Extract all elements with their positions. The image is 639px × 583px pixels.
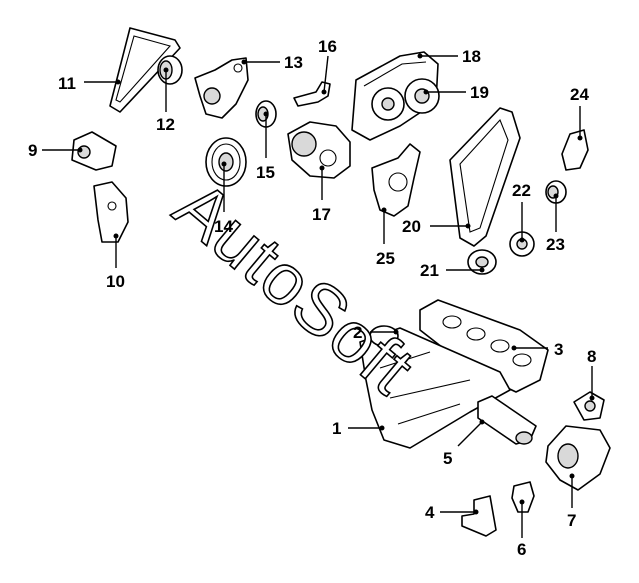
callout-17: 17	[312, 205, 331, 224]
callout-24: 24	[570, 85, 589, 104]
callout-3: 3	[554, 340, 563, 359]
part-10-bracket	[93, 181, 129, 243]
part-20-timing-belt	[449, 107, 521, 247]
callout-7: 7	[567, 511, 576, 530]
callout-25: 25	[376, 249, 395, 268]
part-1-exhaust-manifold	[359, 327, 511, 449]
part-4-sensor	[461, 495, 497, 537]
part-17-water-pump	[287, 121, 351, 179]
callout-12: 12	[156, 115, 175, 134]
callout-23: 23	[546, 235, 565, 254]
part-6-switch	[511, 481, 535, 513]
callout-labels: 1 2 3 4 5 6 7 8 9 10 11 12 13 14 15 16 1…	[28, 37, 596, 559]
part-11-drive-belt	[109, 27, 181, 113]
part-25-back-plate	[371, 143, 421, 217]
part-2-stud	[369, 325, 399, 347]
leader-lines	[42, 53, 595, 538]
part-7-thermostat-housing	[545, 425, 611, 491]
callout-13: 13	[284, 53, 303, 72]
callout-16: 16	[318, 37, 337, 56]
callout-15: 15	[256, 163, 275, 182]
part-5-pipe	[477, 395, 537, 445]
callout-20: 20	[402, 217, 421, 236]
part-13-tensioner-bracket	[194, 57, 249, 119]
part-16-small-bracket	[293, 81, 331, 107]
callout-5: 5	[443, 449, 452, 468]
part-12-idler-pulley	[157, 55, 183, 85]
callout-2: 2	[353, 323, 362, 342]
callout-22: 22	[512, 181, 531, 200]
part-14-crank-pulley	[205, 137, 247, 187]
callout-9: 9	[28, 141, 37, 160]
callout-1: 1	[332, 419, 341, 438]
callout-6: 6	[517, 540, 526, 559]
part-8-thermostat-cap	[573, 391, 605, 421]
part-19-cam-sprocket	[371, 78, 440, 121]
part-21-crank-sprocket	[467, 249, 497, 275]
callout-8: 8	[587, 347, 596, 366]
callout-11: 11	[58, 74, 76, 93]
callout-18: 18	[462, 47, 481, 66]
callout-10: 10	[106, 272, 125, 291]
part-24-bracket	[561, 129, 589, 171]
callout-19: 19	[470, 83, 489, 102]
callout-14: 14	[214, 217, 233, 236]
callout-4: 4	[425, 503, 435, 522]
callout-21: 21	[420, 261, 439, 280]
